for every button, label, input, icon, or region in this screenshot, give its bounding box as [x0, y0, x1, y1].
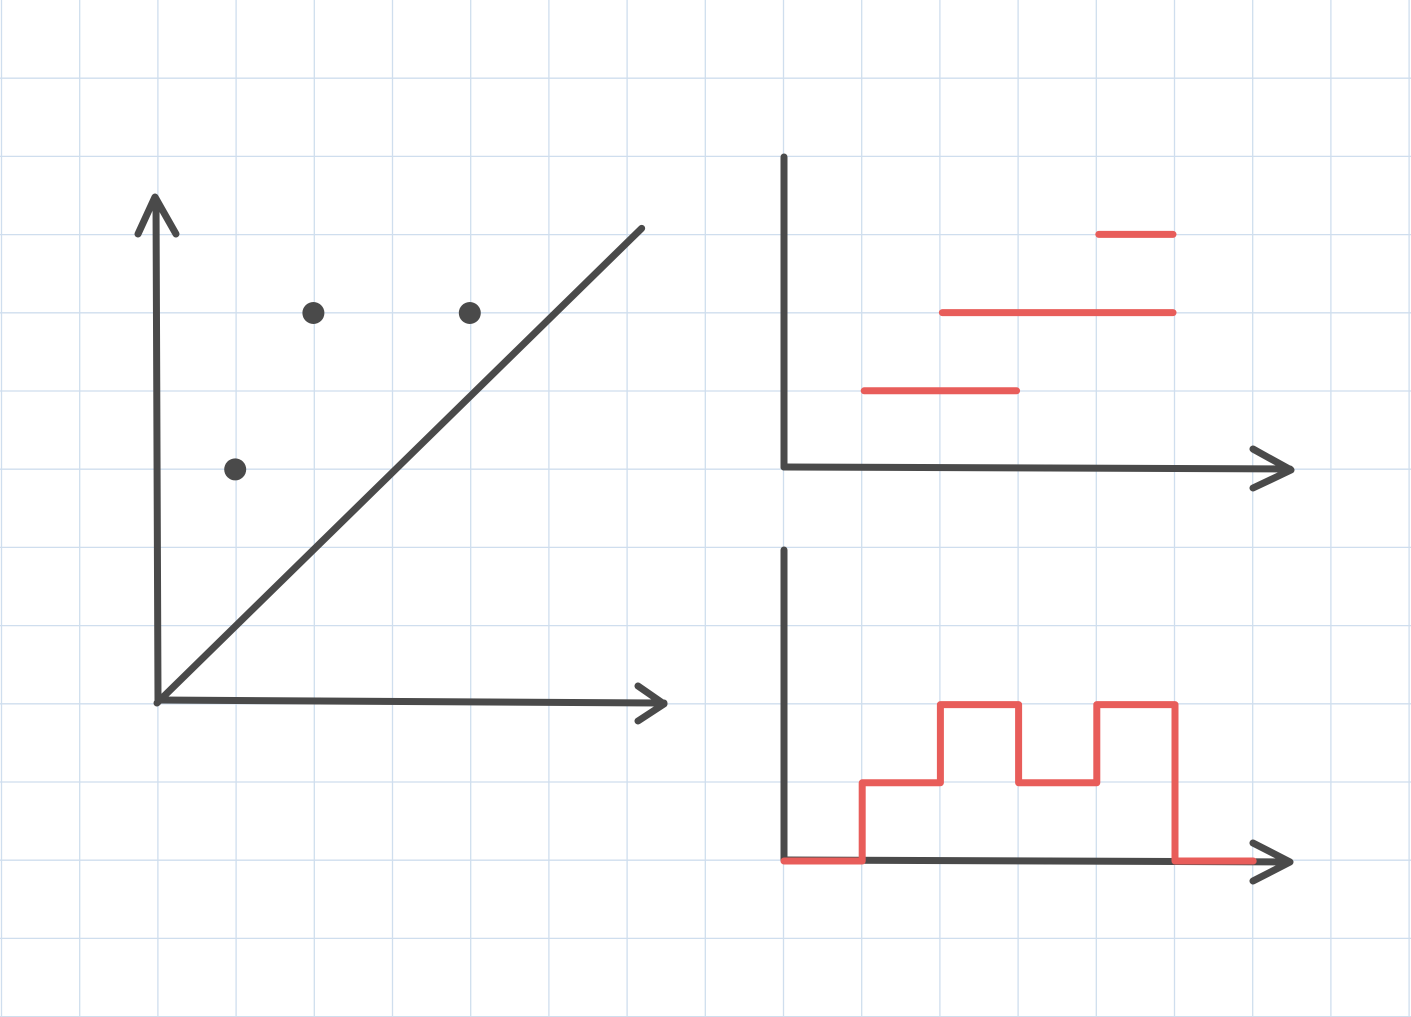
- range-diagram: [780, 153, 1295, 492]
- scatter-diagram: [134, 193, 668, 725]
- step-diagram: [780, 546, 1294, 885]
- scatter-marks: [153, 224, 646, 707]
- scatter-point: [224, 458, 247, 481]
- step-line: [780, 701, 1257, 865]
- step-x-axis-arrowhead: [1249, 839, 1294, 885]
- step-marks: [780, 701, 1257, 865]
- range-x-axis: [780, 463, 1294, 473]
- scatter-y-axis: [152, 195, 162, 704]
- scatter-y-axis-arrowhead: [134, 193, 180, 238]
- range-marks: [860, 230, 1177, 395]
- scatter-point: [302, 302, 325, 324]
- range-x-axis-arrowhead: [1249, 445, 1295, 492]
- scatter-point: [458, 302, 481, 324]
- reference-line: [153, 224, 646, 707]
- scatter-x-axis: [154, 696, 668, 707]
- scatter-x-axis-arrowhead: [634, 682, 668, 725]
